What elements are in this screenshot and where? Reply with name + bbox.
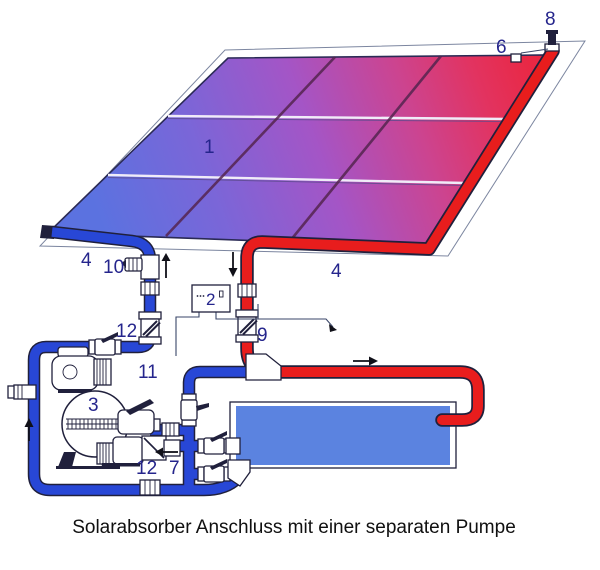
solar-absorber-panel: [40, 54, 550, 248]
label-9: 9: [257, 325, 268, 346]
union-filter-line: [161, 422, 180, 437]
union-bottom-pipe: [139, 479, 161, 496]
labels: 1 2 3 4 4 6 7 8 9 10 11 12 12: [81, 9, 556, 479]
pool: [229, 401, 457, 469]
label-4-right: 4: [331, 261, 342, 282]
right-arrow: [369, 356, 378, 366]
caption: Solarabsorber Anschluss mit einer separa…: [72, 517, 516, 538]
panel-grid: [107, 55, 508, 242]
label-2: 2: [206, 290, 215, 309]
absorber-surface: [46, 54, 550, 248]
controller-wire-left: [175, 312, 200, 356]
check-valve-9: [235, 309, 259, 343]
ball-valve-pump-outlet: [88, 332, 122, 356]
label-12-lower: 12: [136, 458, 157, 479]
union-fitting: [140, 281, 160, 296]
label-10: 10: [103, 257, 124, 278]
sensor-arrowhead: [329, 324, 337, 332]
label-3: 3: [88, 395, 99, 416]
ball-valve-skimmer: [197, 431, 231, 455]
left-arrow: [155, 447, 163, 457]
up-arrow: [161, 253, 171, 261]
multiport-valve: [117, 399, 161, 435]
label-11: 11: [138, 362, 158, 383]
pool-sensor-wire: [215, 312, 334, 328]
skimmer-wall-fitting: [225, 437, 241, 455]
side-tap-valve: [7, 384, 37, 400]
down-arrow: [228, 268, 238, 277]
ball-valve-filter-riser: [180, 393, 209, 427]
pool-water: [236, 406, 450, 465]
label-6: 6: [496, 37, 507, 58]
filter-pump: [96, 436, 144, 467]
collector-sensor-6: [510, 48, 549, 63]
flow-arrows: [24, 252, 378, 457]
controller-box: [191, 284, 231, 313]
vent-valve-8: [544, 30, 560, 52]
label-8: 8: [545, 9, 556, 30]
union-fitting-red: [237, 283, 257, 298]
wye-junction: [245, 353, 282, 381]
solar-pump-11: [51, 346, 112, 393]
drain-fitting-10: [121, 254, 160, 280]
label-4-left: 4: [81, 250, 92, 271]
controller-indicator: [219, 290, 224, 298]
check-valve-7: [141, 435, 181, 461]
label-1: 1: [204, 137, 215, 158]
controller-2: [175, 284, 337, 356]
label-12-upper: 12: [116, 321, 137, 342]
ball-valve-bottom: [197, 459, 231, 483]
check-valve-12: [138, 311, 162, 345]
label-7: 7: [169, 458, 180, 479]
pool-drain-fitting: [227, 459, 251, 487]
up-arrow-left: [24, 418, 34, 427]
